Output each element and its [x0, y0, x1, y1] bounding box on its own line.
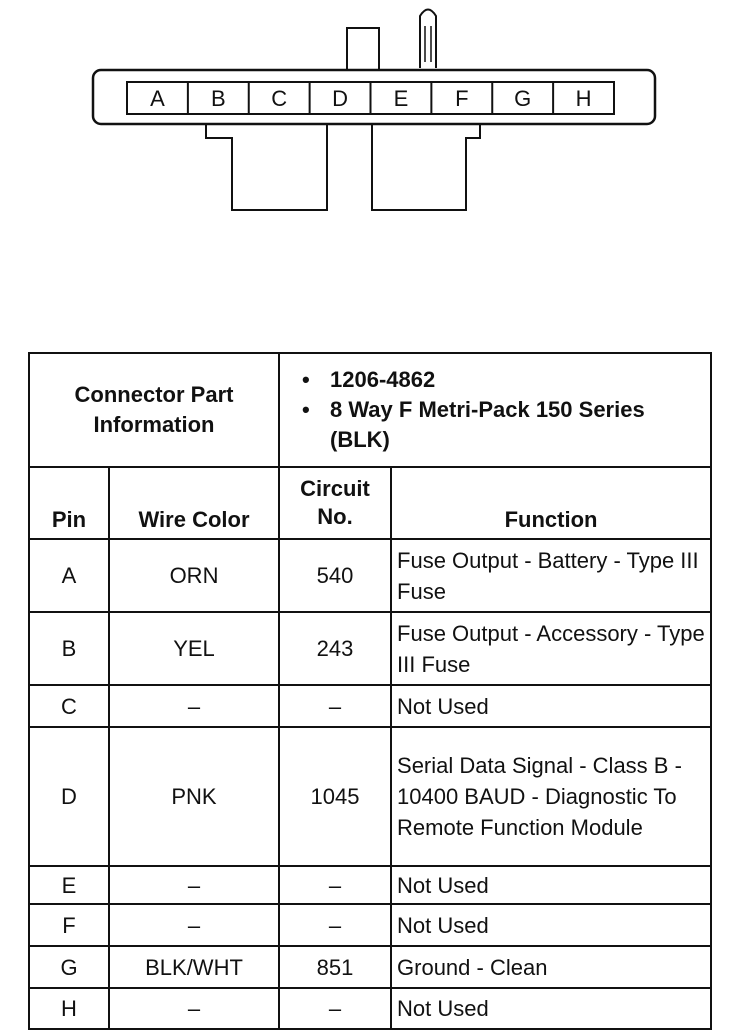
cell-pin: A: [28, 538, 110, 613]
cell-pin: H: [28, 987, 110, 1030]
cell-function: Not Used: [390, 684, 713, 728]
pin-label-e: E: [394, 86, 409, 111]
connector-latch-tab: [346, 27, 380, 71]
table-row: G BLK/WHT 851 Ground - Clean: [28, 945, 713, 989]
cell-pin: G: [28, 945, 110, 989]
connector-lock-pin: [419, 8, 437, 68]
pin-labels: A B C D E F G H: [150, 86, 591, 111]
cell-pin: F: [28, 903, 110, 947]
pin-label-g: G: [514, 86, 531, 111]
cell-circuit: 243: [278, 611, 393, 686]
cell-pin: D: [28, 726, 110, 867]
table-row: H – – Not Used: [28, 987, 713, 1030]
cell-circuit: –: [278, 903, 393, 947]
cell-wire-color: YEL: [107, 611, 281, 686]
table-row: C – – Not Used: [28, 684, 713, 728]
info-item-description: 8 Way F Metri-Pack 150 Series (BLK): [302, 395, 710, 455]
pin-label-b: B: [211, 86, 226, 111]
connector-part-info-values: 1206-4862 8 Way F Metri-Pack 150 Series …: [278, 352, 713, 468]
cell-function: Fuse Output - Accessory - Type III Fuse: [390, 611, 713, 686]
cell-function: Ground - Clean: [390, 945, 713, 989]
cell-wire-color: PNK: [107, 726, 281, 867]
pin-cavity-dividers: [186, 82, 555, 114]
table-row: B YEL 243 Fuse Output - Accessory - Type…: [28, 611, 713, 686]
cell-circuit: 540: [278, 538, 393, 613]
connector-diagram: A B C D E F G H: [91, 8, 657, 211]
cell-wire-color: –: [107, 903, 281, 947]
col-header-circuit-line1: Circuit: [300, 476, 370, 501]
table-row: A ORN 540 Fuse Output - Battery - Type I…: [28, 538, 713, 613]
connector-left-housing: [205, 124, 328, 211]
cell-wire-color: –: [107, 987, 281, 1030]
cell-pin: C: [28, 684, 110, 728]
connector-info-table: Connector Part Information 1206-4862 8 W…: [27, 352, 713, 1030]
pin-label-d: D: [332, 86, 348, 111]
info-label-line1: Connector Part: [74, 382, 234, 407]
info-items-list: 1206-4862 8 Way F Metri-Pack 150 Series …: [280, 365, 710, 455]
cell-wire-color: –: [107, 865, 281, 905]
cell-function: Fuse Output - Battery - Type III Fuse: [390, 538, 713, 613]
cell-wire-color: BLK/WHT: [107, 945, 281, 989]
connector-part-info-label: Connector Part Information: [27, 352, 281, 468]
col-header-function: Function: [390, 466, 713, 540]
table-row: E – – Not Used: [28, 865, 713, 905]
table-row: F – – Not Used: [28, 903, 713, 947]
connector-right-housing: [371, 124, 481, 211]
cell-circuit: –: [278, 865, 393, 905]
cell-function: Not Used: [390, 903, 713, 947]
cell-circuit: 1045: [278, 726, 393, 867]
cell-function: Serial Data Signal - Class B - 10400 BAU…: [390, 726, 713, 867]
cell-pin: B: [28, 611, 110, 686]
cell-wire-color: –: [107, 684, 281, 728]
col-header-wire-color: Wire Color: [107, 466, 281, 540]
cell-circuit: 851: [278, 945, 393, 989]
cell-wire-color: ORN: [107, 538, 281, 613]
cell-circuit: –: [278, 684, 393, 728]
col-header-circuit-line2: No.: [317, 504, 353, 529]
info-label-line2: Information: [93, 412, 215, 437]
pin-label-a: A: [150, 86, 165, 111]
cell-pin: E: [28, 865, 110, 905]
connector-part-info-row: Connector Part Information 1206-4862 8 W…: [27, 352, 713, 468]
cell-function: Not Used: [390, 865, 713, 905]
cell-function: Not Used: [390, 987, 713, 1030]
table-row: D PNK 1045 Serial Data Signal - Class B …: [28, 726, 713, 867]
info-item-part-number: 1206-4862: [302, 365, 710, 395]
col-header-pin: Pin: [28, 466, 110, 540]
pin-label-c: C: [271, 86, 287, 111]
column-header-row: Pin Wire Color Circuit No. Function: [28, 466, 713, 540]
pin-label-f: F: [455, 86, 468, 111]
connector-body: [91, 68, 657, 126]
col-header-circuit: Circuit No.: [278, 466, 393, 540]
pin-label-h: H: [576, 86, 592, 111]
cell-circuit: –: [278, 987, 393, 1030]
